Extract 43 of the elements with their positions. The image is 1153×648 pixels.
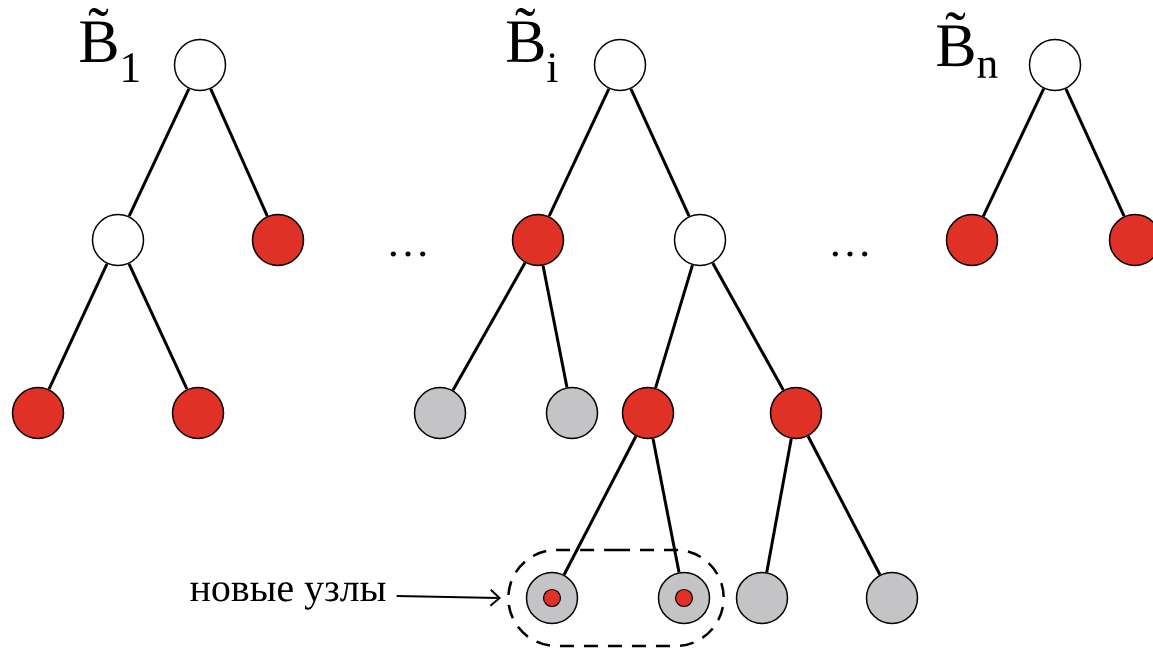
new-node — [657, 571, 711, 625]
tree-node — [865, 571, 919, 625]
node-label: новые узлы — [190, 582, 386, 610]
tree-node — [173, 38, 227, 92]
edge-line — [981, 88, 1046, 217]
tree-node — [593, 38, 647, 92]
tree-node — [91, 213, 145, 267]
edge-line — [711, 262, 785, 391]
edge-line — [541, 265, 569, 388]
tree-label: B̃$_{1}$ — [80, 8, 139, 82]
ellipsis: … — [832, 251, 868, 257]
tree-label: B̃$_{i}$ — [506, 8, 558, 82]
edge-line — [209, 88, 269, 217]
tree-node — [621, 386, 675, 440]
edge-line — [765, 438, 793, 573]
tree-node — [1108, 213, 1153, 267]
edge-line — [47, 263, 109, 390]
new-node — [525, 571, 579, 625]
arrow — [395, 588, 502, 607]
ellipsis: … — [390, 251, 426, 257]
edge-line — [127, 88, 191, 217]
edge-line — [806, 435, 882, 576]
edge-line — [451, 262, 527, 391]
tree-node — [545, 386, 599, 440]
edge-line — [547, 88, 611, 217]
tree-node — [413, 386, 467, 440]
tree-node — [251, 213, 305, 267]
tree-node — [11, 386, 65, 440]
tree-node — [735, 571, 789, 625]
edge-line — [629, 88, 691, 217]
edge-line — [654, 264, 694, 389]
tree-node — [171, 386, 225, 440]
tree-label: B̃$_{n}$ — [937, 12, 998, 78]
edge-line — [651, 438, 681, 573]
tree-node — [673, 213, 727, 267]
dashed-group — [507, 548, 725, 648]
tree-node — [769, 386, 823, 440]
edge-line — [562, 435, 638, 576]
edge-line — [127, 263, 189, 390]
tree-node — [511, 213, 565, 267]
tree-node — [1028, 38, 1082, 92]
tree-node — [945, 213, 999, 267]
edge-line — [1064, 88, 1126, 217]
